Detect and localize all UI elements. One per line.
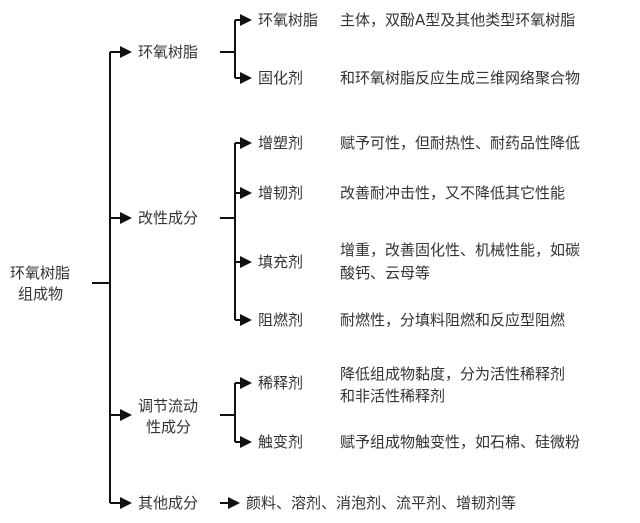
child-desc: 耐燃性，分填料阻燃和反应型阻燃	[340, 311, 566, 329]
child-desc: 酸钙、云母等	[340, 264, 431, 282]
group-label: 改性成分	[138, 209, 199, 227]
root-label-line2: 组成物	[18, 285, 64, 303]
child-desc: 降低组成物黏度，分为活性稀释剂	[340, 365, 566, 383]
child-name: 触变剂	[258, 433, 304, 451]
group-label-line1: 调节流动	[138, 397, 199, 415]
child-desc: 和环氧树脂反应生成三维网络聚合物	[340, 69, 581, 87]
group-label-line2: 性成分	[146, 418, 192, 436]
child-name: 环氧树脂	[258, 11, 319, 29]
child-name: 填充剂	[258, 253, 304, 271]
child-name: 固化剂	[258, 69, 304, 87]
child-desc: 赋予组成物触变性，如石棉、硅微粉	[340, 433, 581, 451]
child-desc: 主体，双酚A型及其他类型环氧树脂	[340, 11, 576, 29]
child-name: 增韧剂	[258, 184, 304, 202]
child-name: 增塑剂	[258, 134, 304, 152]
group-label: 其他成分	[138, 494, 199, 512]
group-label: 环氧树脂	[138, 43, 199, 61]
root-label-line1: 环氧树脂	[10, 264, 71, 282]
child-desc: 和非活性稀释剂	[340, 387, 446, 405]
group-desc: 颜料、溶剂、消泡剂、流平剂、增韧剂等	[246, 494, 517, 512]
child-desc: 改善耐冲击性，又不降低其它性能	[340, 184, 566, 202]
child-name: 稀释剂	[258, 374, 304, 392]
child-name: 阻燃剂	[258, 311, 304, 329]
child-desc: 增重，改善固化性、机械性能，如碳	[340, 241, 581, 259]
child-desc: 赋予可性，但耐热性、耐药品性降低	[340, 134, 581, 152]
